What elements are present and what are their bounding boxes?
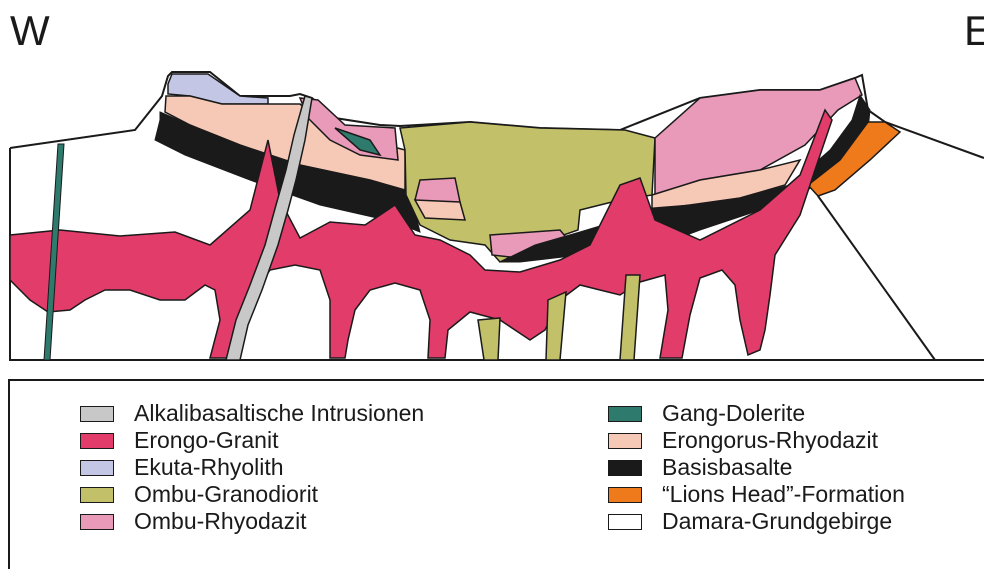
ombu-granodiorit-dyke-2 <box>546 292 566 360</box>
legend-label: “Lions Head”-Formation <box>662 481 905 508</box>
legend-swatch <box>80 460 114 476</box>
legend-swatch <box>80 487 114 503</box>
legend-label: Erongorus-Rhyodazit <box>662 427 878 454</box>
legend-label: Basisbasalte <box>662 454 792 481</box>
legend-item-damara-grundgebirge: Damara-Grundgebirge <box>608 508 905 535</box>
legend-column-left: Alkalibasaltische Intrusionen Erongo-Gra… <box>80 400 424 535</box>
legend-swatch <box>608 460 642 476</box>
legend-item-ekuta-rhyolith: Ekuta-Rhyolith <box>80 454 424 481</box>
legend-label: Ombu-Granodiorit <box>134 481 318 508</box>
fault-line-east <box>818 196 935 360</box>
legend-label: Gang-Dolerite <box>662 400 805 427</box>
legend-label: Ekuta-Rhyolith <box>134 454 284 481</box>
ombu-granodiorit-dyke-1 <box>478 318 500 360</box>
legend-swatch <box>608 406 642 422</box>
legend-swatch <box>80 406 114 422</box>
legend-item-ombu-rhyodazit: Ombu-Rhyodazit <box>80 508 424 535</box>
legend-swatch <box>608 433 642 449</box>
legend-label: Ombu-Rhyodazit <box>134 508 307 535</box>
legend-label: Damara-Grundgebirge <box>662 508 892 535</box>
legend-item-erongorus-rhyodazit: Erongorus-Rhyodazit <box>608 427 905 454</box>
legend-column-right: Gang-Dolerite Erongorus-Rhyodazit Basisb… <box>608 400 905 535</box>
legend-swatch <box>608 514 642 530</box>
east-label: E <box>964 10 984 52</box>
legend-swatch <box>608 487 642 503</box>
legend-swatch <box>80 514 114 530</box>
legend-item-alkalibasalt: Alkalibasaltische Intrusionen <box>80 400 424 427</box>
legend-item-gang-dolerite: Gang-Dolerite <box>608 400 905 427</box>
legend-item-lions-head: “Lions Head”-Formation <box>608 481 905 508</box>
west-label: W <box>10 10 50 52</box>
legend-label: Alkalibasaltische Intrusionen <box>134 400 424 427</box>
legend-item-erongo-granit: Erongo-Granit <box>80 427 424 454</box>
legend-label: Erongo-Granit <box>134 427 278 454</box>
legend-item-ombu-granodiorit: Ombu-Granodiorit <box>80 481 424 508</box>
legend-item-basisbasalte: Basisbasalte <box>608 454 905 481</box>
legend-swatch <box>80 433 114 449</box>
